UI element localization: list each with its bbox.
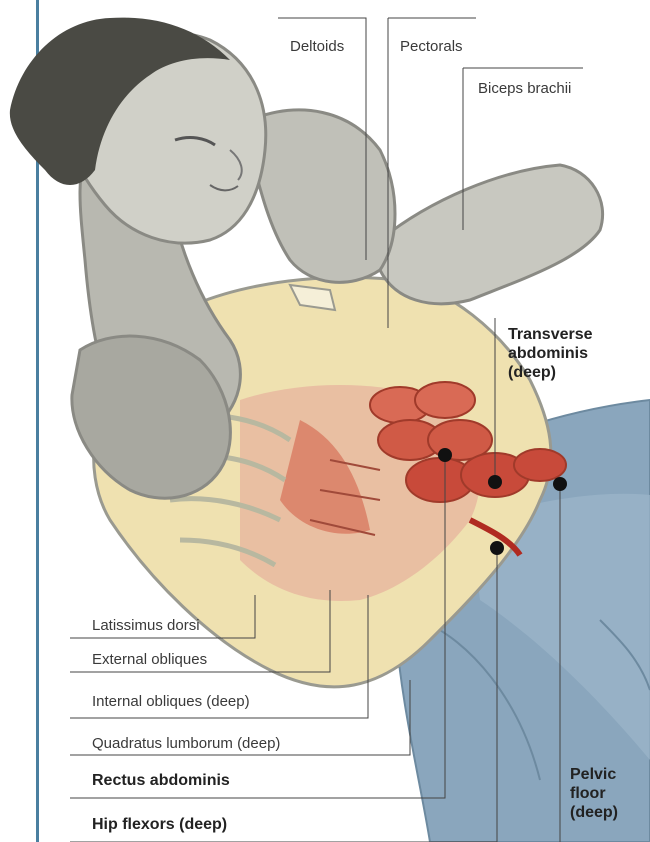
label-pectorals: Pectorals [400,38,463,55]
label-internal-obliques: Internal obliques (deep) [92,693,250,710]
label-external-obliques: External obliques [92,651,207,668]
dot-hip [490,541,504,555]
dot-transverse [488,475,502,489]
label-quadratus-lumborum: Quadratus lumborum (deep) [92,735,280,752]
label-biceps-brachii: Biceps brachii [478,80,571,97]
label-latissimus-dorsi: Latissimus dorsi [92,617,200,634]
dot-rectus [438,448,452,462]
dot-pelvic [553,477,567,491]
label-deltoids: Deltoids [290,38,344,55]
label-hip-flexors: Hip flexors (deep) [92,815,227,834]
label-rectus-abdominis: Rectus abdominis [92,771,230,790]
label-transverse-abdominis: Transverse abdominis (deep) [508,325,593,382]
head [10,18,266,243]
label-pelvic-floor: Pelvic floor (deep) [570,765,618,822]
